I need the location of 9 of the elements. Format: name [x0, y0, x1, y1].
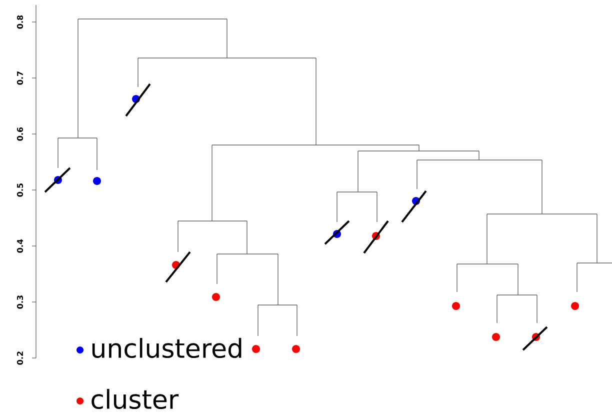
tick-label: 0.6	[16, 127, 24, 141]
tick-label: 0.4	[16, 239, 24, 253]
tick-label: 0.2	[16, 352, 24, 365]
tick-label: 0.8	[16, 15, 24, 29]
legend-label: unclustered	[92, 338, 242, 358]
tick-label: 0.3	[16, 296, 24, 309]
legend-label: cluster	[92, 388, 179, 410]
tick-label: 0.7	[16, 72, 24, 85]
tick-label: 0.5	[16, 183, 24, 197]
